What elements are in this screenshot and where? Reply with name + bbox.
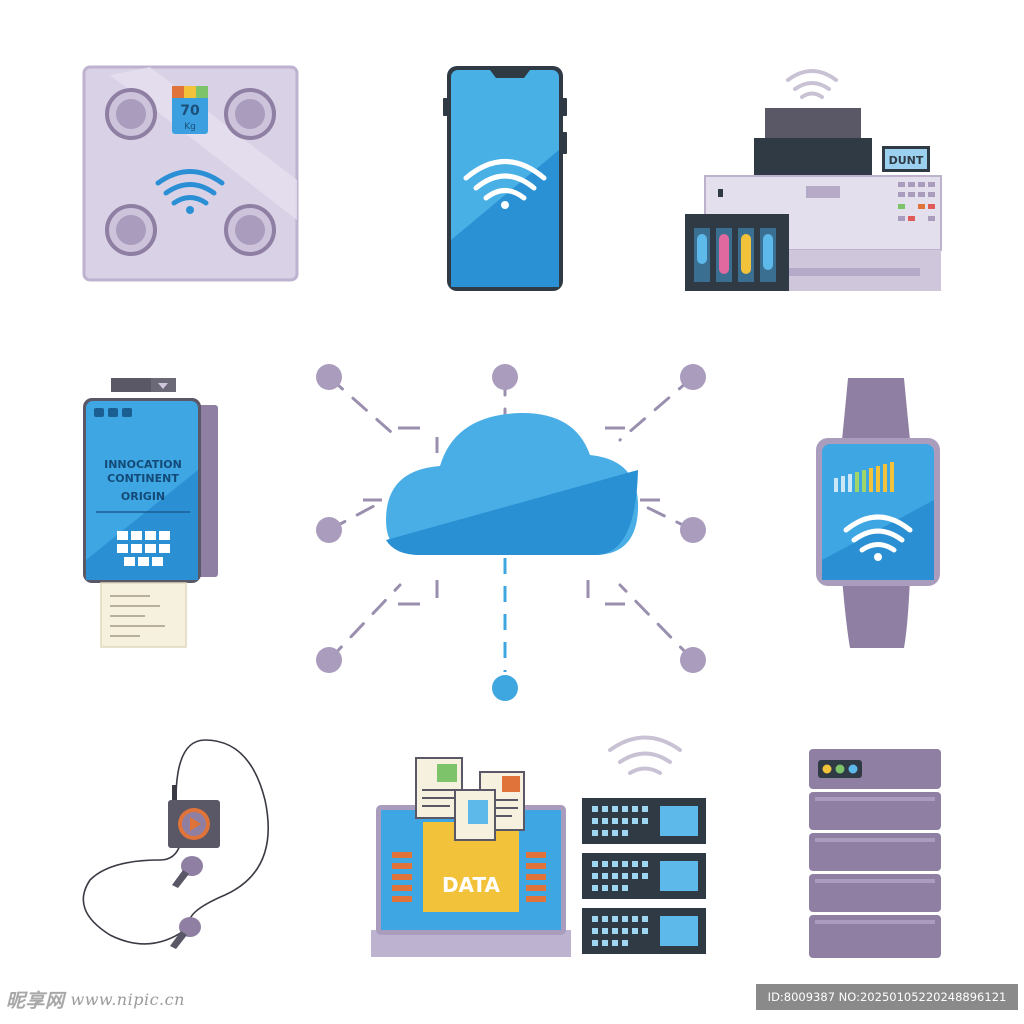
wifi-icon: [463, 159, 547, 201]
network-nodes: [316, 364, 706, 673]
data-laptop-icon: DATA: [371, 735, 706, 957]
scale-unit-text: Kg: [184, 122, 196, 132]
pos-terminal-icon: INNOCATION CONTINENT ORIGIN: [83, 378, 218, 648]
watermark-site: 昵享网 www.nipic.cn: [6, 984, 185, 1014]
watermark-site-cn: 昵享网: [6, 989, 65, 1012]
data-folder-label: DATA: [442, 873, 501, 897]
watermark-site-url: www.nipic.cn: [70, 989, 185, 1009]
server-stack-icon: [582, 798, 706, 954]
wifi-icon: [608, 735, 682, 775]
server-rack-icon: [809, 749, 941, 958]
watermark-id-badge: ID:8009387 NO:20250105220248896121: [756, 984, 1018, 1010]
wifi-icon: [155, 169, 225, 206]
printer-panel-text: DUNT: [889, 154, 924, 167]
music-player-icon: [82, 739, 269, 949]
signal-bars: [834, 462, 894, 492]
watermark-id-text: ID:8009387 NO:20250105220248896121: [767, 990, 1007, 1004]
cloud-hub-icon: [316, 364, 706, 701]
wifi-icon: [786, 69, 838, 99]
wireless-printer-icon: DUNT: [685, 69, 942, 291]
cloud-endpoint-node: [492, 675, 518, 701]
document-icon: [415, 757, 463, 819]
smartphone-icon: [443, 66, 567, 291]
document-icon: [454, 789, 496, 841]
pos-line-1: INNOCATION: [104, 458, 182, 471]
smartwatch-icon: [816, 378, 940, 648]
wifi-icon: [843, 514, 913, 553]
smart-scale-icon: 70 Kg: [82, 65, 299, 282]
scale-display-text: 70: [180, 103, 200, 119]
pos-line-3: ORIGIN: [121, 490, 165, 503]
pos-line-2: CONTINENT: [107, 472, 179, 485]
